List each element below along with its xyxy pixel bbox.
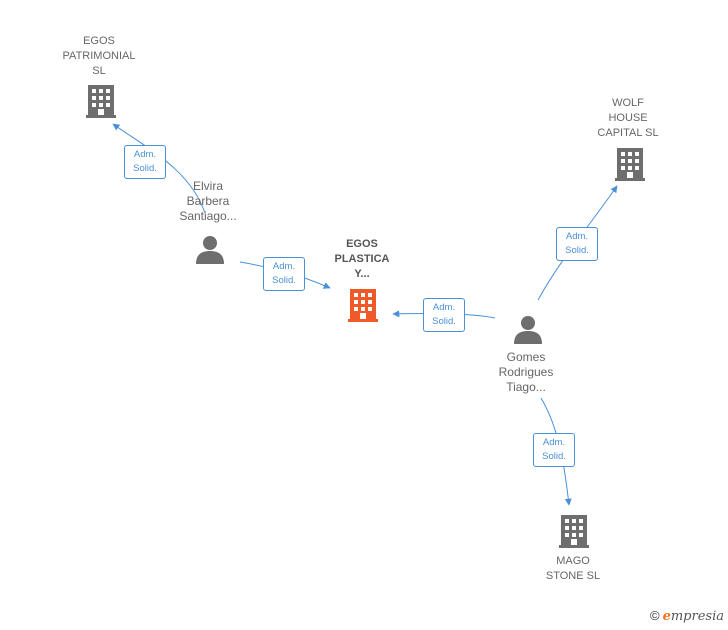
building-icon[interactable] [559,515,589,548]
company-label-egos-patrimonial[interactable]: EGOS PATRIMONIAL SL [62,35,136,77]
building-icon[interactable] [615,148,645,181]
relation-badge[interactable]: Adm. Solid. [423,298,465,332]
relation-badge[interactable]: Adm. Solid. [533,433,575,467]
relation-badge[interactable]: Adm. Solid. [124,145,166,179]
brand-watermark: ©empresia [650,608,724,624]
person-icon[interactable] [514,316,542,344]
company-label-mago-stone[interactable]: MAGO STONE SL [545,555,601,582]
brand-logo-initial: e [662,609,671,624]
copyright-symbol: © [649,608,660,623]
building-icon-focus[interactable] [348,289,378,322]
person-label-elvira[interactable]: Elvira Barbera Santiago... [179,179,237,223]
person-label-gomes[interactable]: Gomes Rodrigues Tiago... [498,350,554,394]
person-icon[interactable] [196,236,224,264]
company-label-wolf-house[interactable]: WOLF HOUSE CAPITAL SL [597,97,659,139]
brand-logo-text: mpresia [670,609,724,624]
building-icon[interactable] [86,85,116,118]
relation-badge[interactable]: Adm. Solid. [263,257,305,291]
relation-badge[interactable]: Adm. Solid. [556,227,598,261]
edge-elvira-egos-patrimonial [112,123,206,214]
company-label-egos-plastica[interactable]: EGOS PLASTICA Y... [334,238,390,280]
